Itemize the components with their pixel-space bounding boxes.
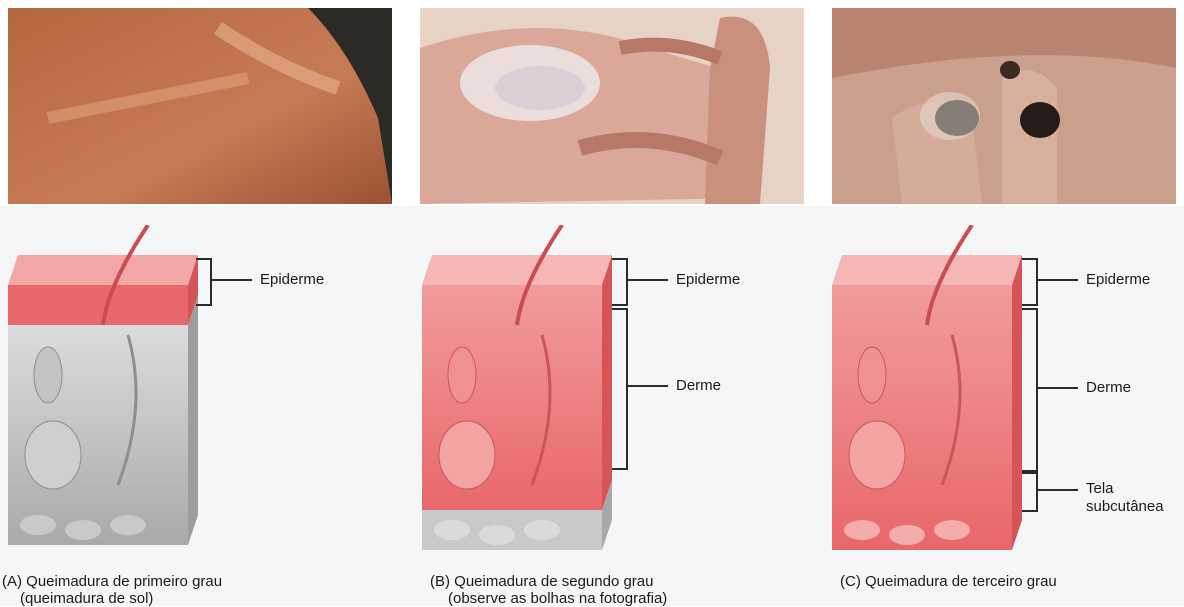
- bracket-derme-c: [1022, 308, 1038, 472]
- bracket-derme-b: [612, 308, 628, 470]
- label-tela-c: Tela subcutânea: [1086, 480, 1164, 516]
- label-epiderme-c: Epiderme: [1086, 271, 1150, 289]
- label-tela-line1: Tela: [1086, 480, 1164, 498]
- photo-second-degree-burn: [420, 8, 804, 204]
- bracket-tela-c: [1022, 472, 1038, 512]
- bracket-epiderme-b: [612, 258, 628, 306]
- label-epiderme-b: Epiderme: [676, 271, 740, 289]
- skin-diagram-first-degree: [8, 225, 208, 565]
- photo-first-degree-burn: [8, 8, 392, 204]
- caption-second-degree: (B) Queimadura de segundo grau (observe …: [430, 573, 667, 607]
- label-derme-b: Derme: [676, 377, 721, 395]
- caption-first-degree-title: (A) Queimadura de primeiro grau: [2, 573, 222, 590]
- caption-third-degree-title: (C) Queimadura de terceiro grau: [840, 573, 1057, 590]
- leader-derme-c: [1038, 387, 1078, 389]
- bracket-epiderme-a: [196, 258, 212, 306]
- skin-diagram-third-degree: [832, 225, 1032, 565]
- photo-third-degree-burn: [832, 8, 1176, 204]
- leader-derme-b: [628, 385, 668, 387]
- leader-epiderme-a: [212, 279, 252, 281]
- label-epiderme-a: Epiderme: [260, 271, 324, 289]
- caption-first-degree-sub: (queimadura de sol): [2, 590, 222, 607]
- label-tela-line2: subcutânea: [1086, 498, 1164, 516]
- leader-epiderme-b: [628, 279, 668, 281]
- caption-first-degree: (A) Queimadura de primeiro grau (queimad…: [2, 573, 222, 607]
- leader-tela-c: [1038, 489, 1078, 491]
- caption-second-degree-title: (B) Queimadura de segundo grau: [430, 573, 653, 590]
- label-derme-c: Derme: [1086, 379, 1131, 397]
- leader-epiderme-c: [1038, 279, 1078, 281]
- skin-diagram-second-degree: [422, 225, 622, 565]
- caption-third-degree: (C) Queimadura de terceiro grau: [840, 573, 1057, 590]
- caption-second-degree-sub: (observe as bolhas na fotografia): [430, 590, 667, 607]
- bracket-epiderme-c: [1022, 258, 1038, 306]
